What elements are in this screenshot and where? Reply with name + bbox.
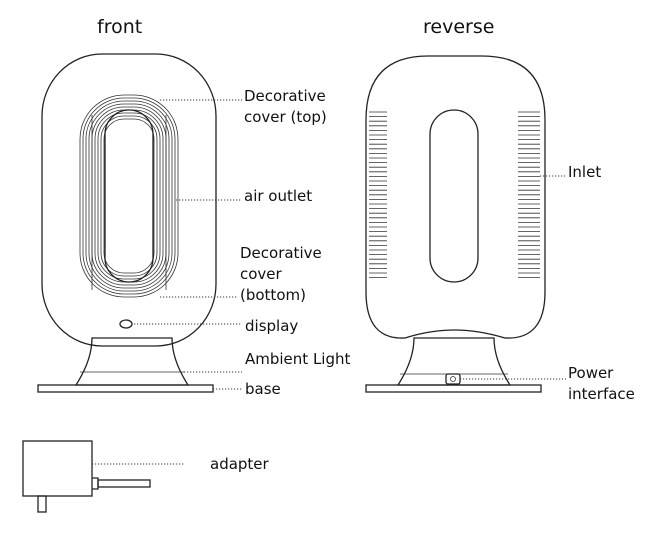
front-base-plate bbox=[37, 384, 214, 393]
inlet-vents-right bbox=[518, 111, 540, 279]
reverse-body bbox=[365, 55, 546, 339]
reverse-base-plate bbox=[365, 384, 542, 393]
label-ambient-light: Ambient Light bbox=[245, 350, 351, 368]
heading-reverse: reverse bbox=[423, 16, 495, 38]
grille-ring bbox=[103, 118, 155, 274]
label-base: base bbox=[245, 380, 281, 398]
inlet-vents-left bbox=[369, 111, 387, 279]
grille-ring bbox=[88, 103, 170, 289]
label-line: interface bbox=[568, 385, 635, 403]
front-view bbox=[37, 53, 217, 393]
adapter-plug-pin bbox=[37, 495, 47, 513]
grille-ring bbox=[100, 115, 158, 277]
adapter-drawing bbox=[22, 440, 151, 513]
reverse-view bbox=[365, 55, 546, 393]
adapter-cable-collar bbox=[92, 477, 99, 490]
label-power-interface: Power interface bbox=[568, 363, 635, 405]
label-line: (bottom) bbox=[240, 286, 306, 304]
label-line: Decorative bbox=[240, 244, 322, 262]
heading-front: front bbox=[97, 16, 143, 38]
grille-ring bbox=[91, 106, 167, 286]
power-interface-hole bbox=[450, 376, 456, 382]
label-adapter: adapter bbox=[210, 455, 269, 473]
grille-ring bbox=[79, 94, 179, 298]
label-line: cover (top) bbox=[244, 108, 327, 126]
reverse-stand bbox=[396, 337, 512, 386]
label-line: cover bbox=[240, 265, 282, 283]
adapter-cable bbox=[97, 479, 151, 488]
label-air-outlet: air outlet bbox=[244, 187, 313, 205]
grille-ring bbox=[82, 97, 176, 295]
label-display: display bbox=[245, 317, 299, 335]
display-indicator bbox=[119, 319, 133, 329]
grille-ring bbox=[85, 100, 173, 292]
adapter-body bbox=[22, 440, 93, 497]
front-center-opening bbox=[104, 109, 154, 283]
label-line: Power bbox=[568, 364, 614, 382]
label-decorative-cover-top: Decorative cover (top) bbox=[244, 86, 327, 128]
label-line: Decorative bbox=[244, 87, 326, 105]
reverse-center-opening bbox=[429, 109, 479, 283]
label-decorative-cover-bottom: Decorative cover (bottom) bbox=[240, 243, 322, 306]
air-outlet-grille bbox=[79, 94, 179, 298]
grille-ring bbox=[97, 112, 161, 280]
label-inlet: Inlet bbox=[568, 163, 602, 181]
power-interface-port bbox=[445, 373, 461, 385]
